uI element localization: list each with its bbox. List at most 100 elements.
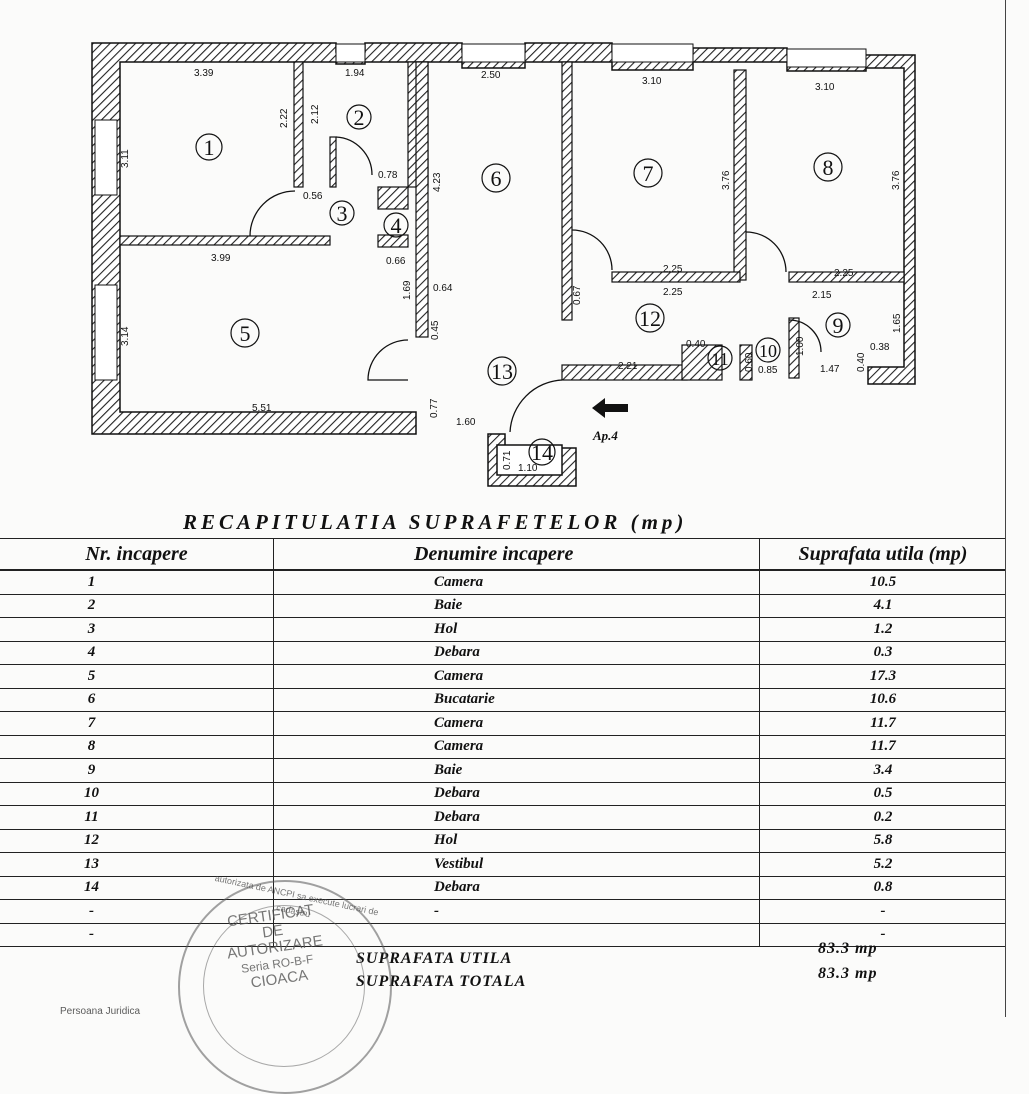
dim-label: 2.22: [279, 108, 290, 128]
header-denumire: Denumire incapere: [273, 538, 760, 571]
row-nr: 9: [0, 758, 274, 783]
dim-label: 1.10: [518, 463, 538, 474]
interior-walls: [119, 61, 905, 381]
entrance-label: Ap.4: [592, 428, 618, 443]
page-edge: [1005, 0, 1006, 1017]
row-denumire: Camera: [273, 735, 760, 759]
row-nr: 4: [0, 641, 274, 665]
total-utila-label: SUPRAFATA UTILA: [356, 950, 513, 967]
row-nr: 7: [0, 711, 274, 736]
doors: [249, 136, 822, 433]
room-number: 14: [531, 440, 553, 465]
room-number: 4: [391, 213, 402, 238]
row-denumire: -: [273, 899, 760, 924]
dimension-labels: 3.39 1.94 2.50 3.10 3.10 2.22 2.12 3.11 …: [120, 68, 903, 474]
row-suprafata: 5.8: [759, 829, 1006, 853]
room-number: 11: [711, 349, 728, 369]
dim-label: 0.40: [856, 352, 867, 372]
dim-label: 0.40: [686, 339, 706, 350]
dim-label: 3.11: [120, 149, 131, 168]
room-number: 5: [240, 321, 251, 346]
room-number-labels: 1 2 3 4 5 6 7 8 9 10 11 12 13 14: [204, 105, 844, 465]
entrance-arrow-icon: [592, 398, 628, 418]
dim-label: 2.12: [310, 104, 321, 124]
row-suprafata: 17.3: [759, 664, 1006, 689]
total-totala-label: SUPRAFATA TOTALA: [356, 973, 527, 990]
total-totala-value: 83.3 mp: [818, 965, 878, 982]
row-nr: 10: [0, 782, 274, 806]
room-number: 3: [337, 201, 348, 226]
floor-plan: Ap.4 3.39 1.94 2.50 3.10 3.10 2.22 2.12 …: [91, 42, 916, 487]
dim-label: 1.69: [402, 280, 413, 300]
row-denumire: Vestibul: [273, 852, 760, 877]
row-nr: 5: [0, 664, 274, 689]
row-suprafata: 10.5: [759, 570, 1006, 595]
row-suprafata: 11.7: [759, 735, 1006, 759]
row-denumire: Hol: [273, 829, 760, 853]
row-nr: 14: [0, 876, 274, 900]
recap-table: Nr. incapere Denumire incapere Suprafata…: [0, 538, 1006, 947]
row-nr: 3: [0, 617, 274, 642]
row-suprafata: 4.1: [759, 594, 1006, 618]
dim-label: 0.77: [429, 398, 440, 418]
room-number: 13: [491, 359, 513, 384]
row-suprafata: -: [759, 899, 1006, 924]
row-denumire: Camera: [273, 711, 760, 736]
dim-label: 1.47: [820, 364, 840, 375]
dim-label: 0.64: [433, 283, 453, 294]
dim-label: 3.10: [815, 82, 835, 93]
row-denumire: Debara: [273, 782, 760, 806]
row-denumire: Debara: [273, 876, 760, 900]
table-row: ---: [0, 899, 1006, 924]
row-denumire: Bucatarie: [273, 688, 760, 712]
dim-label: 0.78: [378, 170, 398, 181]
row-denumire: [273, 923, 760, 947]
room-number: 6: [491, 166, 502, 191]
room-numbers: [195, 104, 851, 466]
dim-label: 3.10: [642, 76, 662, 87]
dim-label: 1.65: [892, 313, 903, 333]
row-denumire: Debara: [273, 641, 760, 665]
row-nr: 2: [0, 594, 274, 618]
row-suprafata: 11.7: [759, 711, 1006, 736]
row-suprafata: 10.6: [759, 688, 1006, 712]
dim-label: 0.38: [870, 342, 890, 353]
dim-label: 3.76: [891, 170, 902, 190]
dim-label: 0.56: [303, 191, 323, 202]
row-denumire: Baie: [273, 758, 760, 783]
dim-label: 1.94: [345, 68, 365, 79]
row-suprafata: 3.4: [759, 758, 1006, 783]
header-suprafata: Suprafata utila (mp): [759, 538, 1006, 571]
row-nr: 12: [0, 829, 274, 853]
row-suprafata: 0.3: [759, 641, 1006, 665]
dim-label: 1.00: [795, 336, 806, 356]
row-nr: 1: [0, 570, 274, 595]
row-suprafata: 0.5: [759, 782, 1006, 806]
dim-label: 0.45: [430, 320, 441, 340]
room-number: 2: [354, 105, 365, 130]
row-nr: 11: [0, 805, 274, 830]
table-row: --: [0, 923, 1006, 947]
dim-label: 0.85: [758, 365, 778, 376]
dim-label: 2.25: [663, 264, 683, 275]
header-nr: Nr. incapere: [0, 538, 274, 571]
room-number: 12: [639, 306, 661, 331]
windows: [94, 43, 867, 381]
dim-label: 4.23: [432, 172, 443, 192]
table-header-row: Nr. incapere Denumire incapere Suprafata…: [0, 538, 1006, 571]
dim-label: 3.14: [120, 326, 131, 346]
dim-label: 3.99: [211, 253, 231, 264]
row-denumire: Baie: [273, 594, 760, 618]
